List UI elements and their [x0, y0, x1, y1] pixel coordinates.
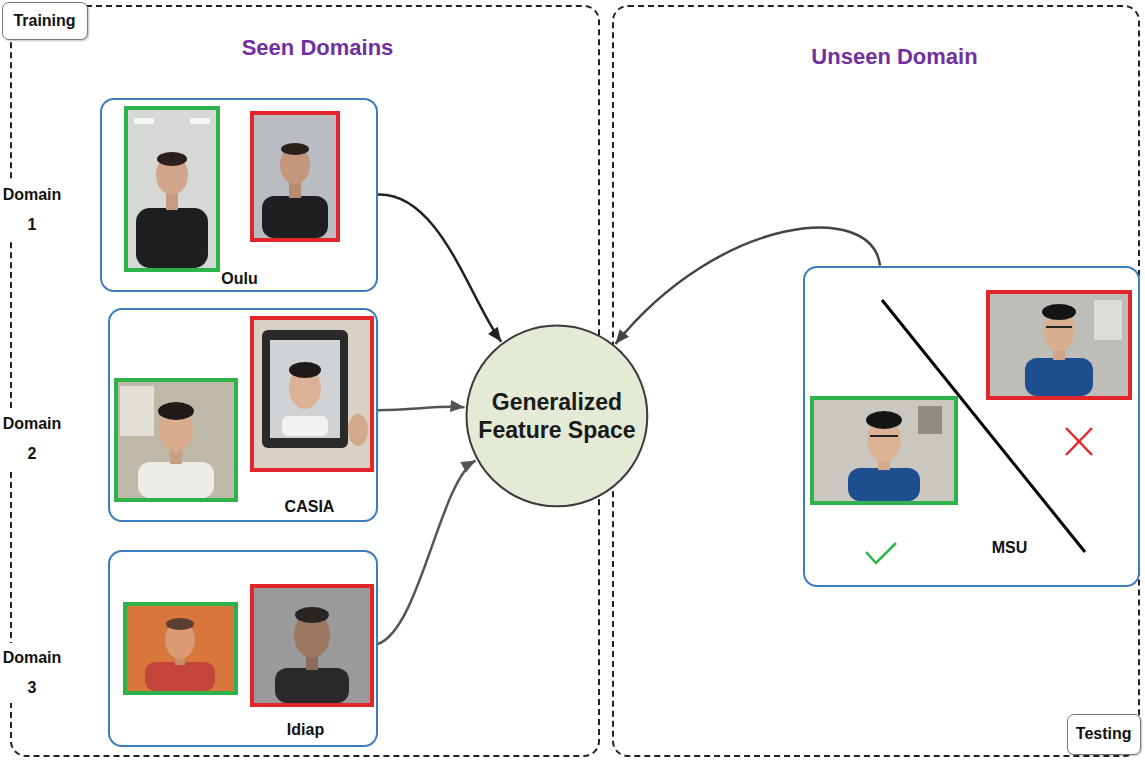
- photo-bg: [252, 113, 338, 240]
- body: [282, 416, 328, 436]
- connector-arrow: [616, 228, 881, 344]
- hair: [1042, 304, 1076, 320]
- dataset-box: Oulu: [100, 98, 378, 292]
- photo-bg: [252, 586, 372, 705]
- hair: [157, 152, 187, 166]
- domain-region: Unseen DomainMSU Testing: [612, 5, 1140, 757]
- feature-space-circle: Generalized Feature Space: [465, 324, 649, 508]
- dataset-name: Oulu: [221, 270, 257, 288]
- connector-arrow: [378, 461, 476, 644]
- tablet: [262, 330, 348, 448]
- glasses: [870, 435, 898, 437]
- body: [848, 468, 920, 501]
- dataset-name: MSU: [992, 539, 1028, 557]
- photo-bg: [252, 318, 372, 470]
- domain-label: Domain 1: [0, 180, 64, 240]
- hair: [281, 143, 309, 155]
- photo-frame: [812, 398, 956, 503]
- photo-frame: [125, 604, 236, 693]
- phase-tag: Training: [2, 2, 88, 40]
- hand: [348, 414, 368, 446]
- phase-name: Training: [13, 12, 75, 30]
- dataset-box: CASIA: [108, 308, 378, 522]
- photo-frame: [252, 113, 338, 240]
- cross-mark: [1066, 428, 1092, 455]
- dataset-box: MSU: [803, 266, 1140, 587]
- glasses: [1046, 326, 1072, 328]
- body: [262, 196, 328, 238]
- hair: [166, 618, 194, 630]
- photo-frame: [252, 586, 372, 705]
- domain-label: Domain 2: [0, 409, 64, 469]
- picture-frame: [918, 406, 942, 434]
- region-heading: Unseen Domain: [811, 44, 977, 70]
- face-photo: [988, 292, 1130, 398]
- photo-bg: [125, 604, 236, 693]
- hair: [866, 411, 902, 429]
- dataset-box: Idiap: [108, 550, 378, 747]
- ceiling-light: [190, 118, 210, 124]
- domain-label: Domain 3: [0, 643, 64, 703]
- face-photo: [126, 108, 218, 270]
- arrow-head: [616, 329, 629, 344]
- hair: [158, 402, 194, 420]
- arrow-head: [460, 461, 475, 473]
- hair: [289, 362, 321, 378]
- face-photo: [125, 604, 236, 693]
- connector-arrow: [378, 194, 502, 341]
- circle-outline: [467, 326, 648, 507]
- photo-frame: [116, 380, 236, 500]
- phase-name: Testing: [1076, 725, 1132, 743]
- photo-frame: [988, 292, 1130, 398]
- face-photo: [252, 318, 372, 470]
- photo-frame: [252, 318, 372, 470]
- body: [275, 668, 349, 703]
- photo-frame: [126, 108, 218, 270]
- face-photo: [116, 380, 236, 500]
- body: [1025, 358, 1093, 396]
- tablet-screen: [270, 340, 340, 438]
- arrow-head: [488, 327, 501, 342]
- hair: [295, 607, 329, 623]
- dataset-name: CASIA: [285, 498, 335, 516]
- window: [120, 386, 154, 436]
- body: [138, 462, 214, 498]
- ceiling-light: [134, 118, 154, 124]
- face-photo: [812, 398, 956, 503]
- face-photo: [252, 586, 372, 705]
- connector-line: [378, 461, 476, 644]
- photo-bg: [812, 398, 956, 503]
- cross-mark: [1066, 428, 1092, 455]
- connector-line: [616, 228, 881, 344]
- circle-label: Generalized Feature Space: [469, 388, 644, 444]
- check-mark: [866, 543, 896, 563]
- separator-line: [882, 300, 1085, 552]
- connector-arrow: [378, 400, 465, 412]
- circle-shape: [465, 324, 649, 508]
- photo-bg: [126, 108, 218, 270]
- photo-bg: [988, 292, 1130, 398]
- region-heading: Seen Domains: [242, 35, 394, 61]
- face-photo: [252, 113, 338, 240]
- dataset-name: Idiap: [287, 721, 324, 739]
- connector-line: [378, 194, 502, 341]
- phase-tag: Testing: [1067, 714, 1141, 755]
- arrow-head: [450, 400, 464, 412]
- body: [136, 208, 208, 268]
- photo-bg: [116, 380, 236, 500]
- body: [145, 662, 215, 691]
- window: [1094, 300, 1122, 340]
